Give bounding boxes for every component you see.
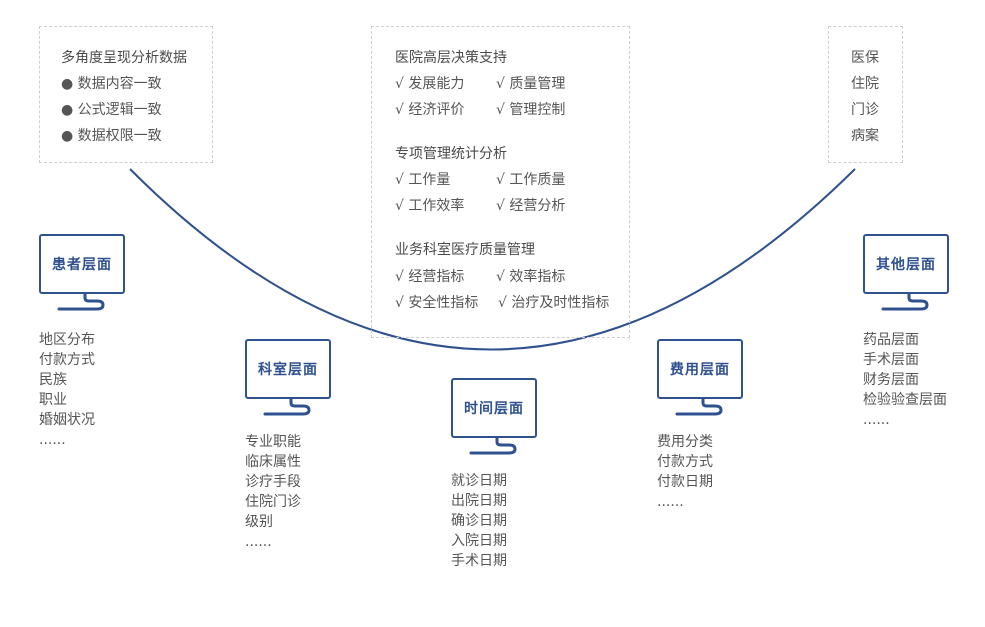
monitor-icon: 费用层面 [657, 339, 743, 399]
list-item: 手术日期 [451, 553, 507, 569]
monitor-icon: 其他层面 [863, 234, 949, 294]
section-item: √ 经济评价 [395, 102, 465, 118]
list-item: 就诊日期 [451, 473, 507, 489]
list-item: 民族 [39, 372, 67, 388]
section-title: 业务科室医疗质量管理 [395, 242, 535, 258]
monitor-stand-icon [469, 436, 517, 455]
list-item: 付款日期 [657, 474, 713, 490]
layer-label: 时间层面 [464, 401, 524, 417]
data-source-box [828, 26, 903, 163]
section-item: √ 治疗及时性指标 [498, 295, 610, 311]
cost-layer-node: 费用层面 [657, 339, 747, 419]
analysis-data-title: 多角度呈现分析数据 [61, 50, 187, 66]
analysis-data-item: ● 数据权限一致 [61, 128, 162, 144]
list-item: ...... [863, 412, 890, 428]
section-item: √ 安全性指标 [395, 295, 479, 311]
analysis-data-box [39, 26, 213, 163]
section-item: √ 质量管理 [496, 76, 566, 92]
list-item: 手术层面 [863, 352, 919, 368]
layer-label: 其他层面 [876, 257, 936, 273]
list-item: 婚姻状况 [39, 412, 95, 428]
list-item: 出院日期 [451, 493, 507, 509]
department-layer-list: 专业职能 临床属性 诊疗手段 住院门诊 级别 ...... [245, 432, 301, 552]
list-item: 检验验查层面 [863, 392, 947, 408]
monitor-icon: 科室层面 [245, 339, 331, 399]
list-item: 财务层面 [863, 372, 919, 388]
list-item: 付款方式 [657, 454, 713, 470]
data-source-item: 门诊 [851, 102, 879, 118]
list-item: ...... [245, 534, 272, 550]
monitor-icon: 时间层面 [451, 378, 537, 438]
section-item: √ 经营分析 [496, 198, 566, 214]
list-item: 确诊日期 [451, 513, 507, 529]
section-item: √ 工作质量 [496, 172, 566, 188]
list-item: 住院门诊 [245, 494, 301, 510]
time-layer-list: 就诊日期 出院日期 确诊日期 入院日期 手术日期 [451, 471, 507, 571]
list-item: 职业 [39, 392, 67, 408]
management-support-box [371, 26, 630, 338]
data-source-item: 住院 [851, 76, 879, 92]
list-item: 临床属性 [245, 454, 301, 470]
list-item: ...... [39, 432, 66, 448]
list-item: 级别 [245, 514, 273, 530]
list-item: 费用分类 [657, 434, 713, 450]
layer-label: 患者层面 [52, 257, 112, 273]
time-layer-node: 时间层面 [451, 378, 541, 458]
section-item: √ 工作量 [395, 172, 451, 188]
section-item: √ 管理控制 [496, 102, 566, 118]
data-source-item: 医保 [851, 50, 879, 66]
list-item: 药品层面 [863, 332, 919, 348]
section-title: 医院高层决策支持 [395, 50, 507, 66]
data-source-item: 病案 [851, 128, 879, 144]
analysis-data-item: ● 公式逻辑一致 [61, 102, 162, 118]
section-item: √ 效率指标 [496, 269, 566, 285]
patient-layer-node: 患者层面 [39, 234, 129, 314]
section-item: √ 工作效率 [395, 198, 465, 214]
section-item: √ 经营指标 [395, 269, 465, 285]
section-title: 专项管理统计分析 [395, 146, 507, 162]
list-item: 地区分布 [39, 332, 95, 348]
list-item: ...... [657, 494, 684, 510]
other-layer-list: 药品层面 手术层面 财务层面 检验验查层面 ...... [863, 330, 947, 430]
monitor-stand-icon [675, 397, 723, 416]
section-item: √ 发展能力 [395, 76, 465, 92]
list-item: 入院日期 [451, 533, 507, 549]
other-layer-node: 其他层面 [863, 234, 953, 314]
patient-layer-list: 地区分布 付款方式 民族 职业 婚姻状况 ...... [39, 330, 95, 450]
monitor-stand-icon [263, 397, 311, 416]
cost-layer-list: 费用分类 付款方式 付款日期 ...... [657, 432, 713, 512]
analysis-data-item: ● 数据内容一致 [61, 76, 162, 92]
monitor-icon: 患者层面 [39, 234, 125, 294]
layer-label: 科室层面 [258, 362, 318, 378]
list-item: 付款方式 [39, 352, 95, 368]
list-item: 诊疗手段 [245, 474, 301, 490]
department-layer-node: 科室层面 [245, 339, 335, 419]
layer-label: 费用层面 [670, 362, 730, 378]
monitor-stand-icon [881, 292, 929, 311]
list-item: 专业职能 [245, 434, 301, 450]
monitor-stand-icon [57, 292, 105, 311]
